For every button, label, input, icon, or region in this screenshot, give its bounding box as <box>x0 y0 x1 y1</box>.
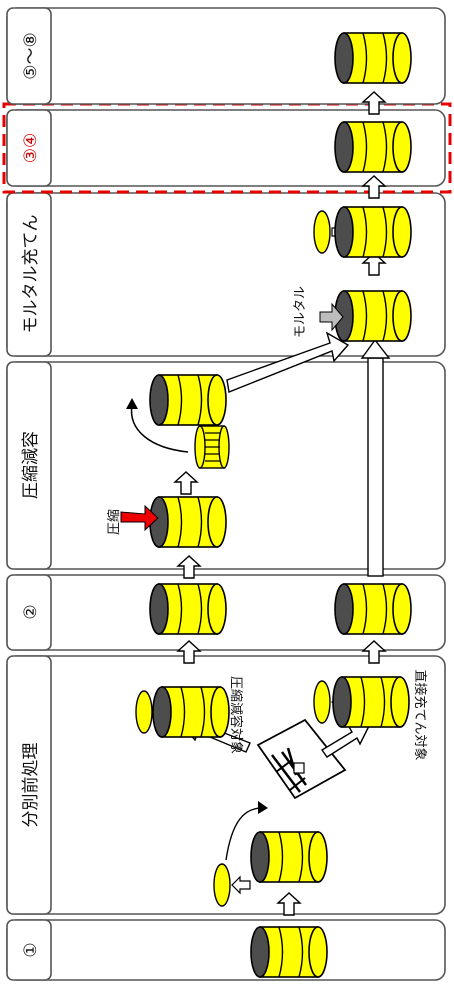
stage-6-label: ③④ <box>21 133 41 163</box>
stage-1-label: ① <box>21 942 41 957</box>
compressed-pellet-icon <box>195 426 229 468</box>
drum-icon <box>150 375 226 425</box>
drum-icon <box>150 497 226 547</box>
drum-icon <box>335 584 411 634</box>
stage-1-panel: ① <box>7 920 445 980</box>
compress-label: 圧縮 <box>106 509 122 535</box>
stage-3-label: ② <box>21 604 41 619</box>
direct-fill-target-label: 直接充てん対象 <box>412 669 428 760</box>
drum-icon <box>333 677 409 727</box>
drum-icon <box>150 584 226 634</box>
mortar-label: モルタル <box>293 286 308 338</box>
drum-icon <box>335 207 411 257</box>
drum-icon <box>251 927 327 977</box>
drum-icon <box>153 687 229 737</box>
compression-target-label: 圧縮減容対象 <box>228 676 244 754</box>
drum-icon <box>335 291 411 341</box>
drum-icon <box>251 832 327 882</box>
stage-4-label: 圧縮減容 <box>21 431 41 499</box>
drum-icon <box>335 122 411 172</box>
drum-icon <box>335 33 411 83</box>
stage-2-label: 分別前処理 <box>21 743 41 828</box>
stage-5-label: モルタル充てん <box>21 215 41 334</box>
stage-7-label: ⑤～⑧ <box>21 32 41 79</box>
